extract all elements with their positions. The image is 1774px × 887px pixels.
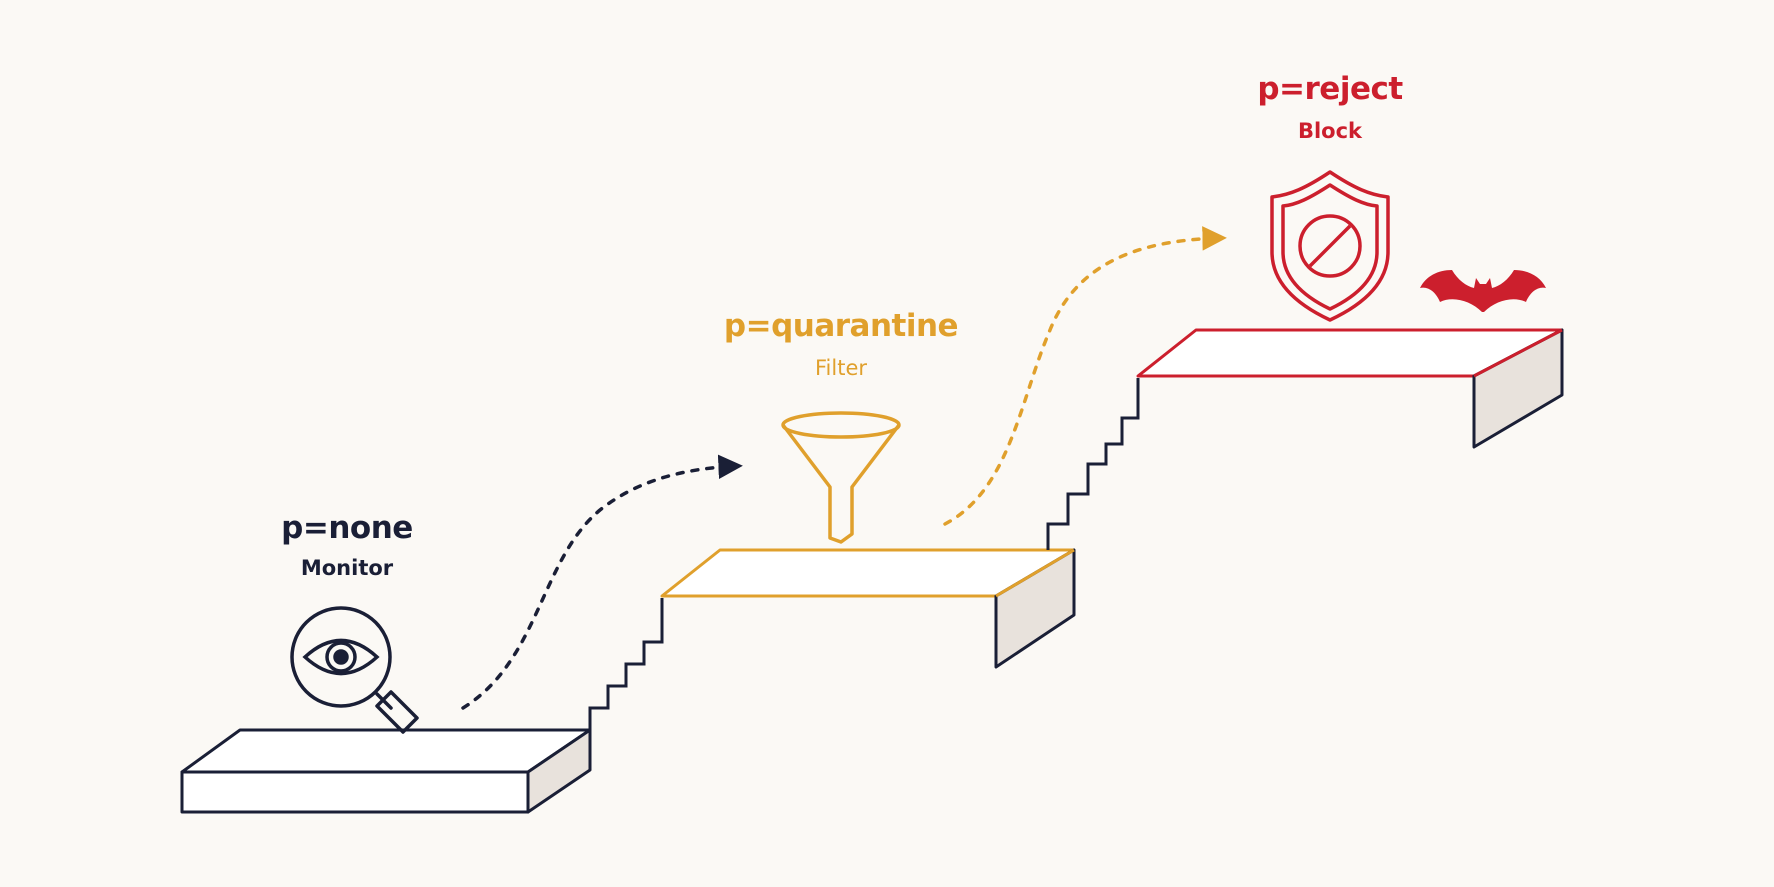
- stairs-none-to-quarantine: [588, 598, 664, 730]
- platform-reject: [1136, 328, 1564, 449]
- funnel-icon: [781, 411, 901, 544]
- stage-reject-title: p=reject: [1257, 71, 1403, 107]
- eye-magnifier-icon: [290, 606, 419, 734]
- stage-quarantine-subtitle: Filter: [814, 356, 868, 380]
- arrow-quarantine-to-reject: [943, 226, 1227, 526]
- arrow-none-to-quarantine: [461, 454, 743, 710]
- bat-icon: [1420, 270, 1546, 312]
- platform-none: [180, 728, 592, 814]
- stage-none-subtitle: Monitor: [300, 556, 394, 580]
- shield-block-icon: [1270, 170, 1390, 322]
- stage-none-title: p=none: [281, 510, 413, 546]
- stage-quarantine-title: p=quarantine: [723, 308, 959, 344]
- stage-reject-subtitle: Block: [1297, 119, 1363, 143]
- stairs-quarantine-to-reject: [1046, 378, 1140, 550]
- platform-quarantine: [660, 548, 1076, 669]
